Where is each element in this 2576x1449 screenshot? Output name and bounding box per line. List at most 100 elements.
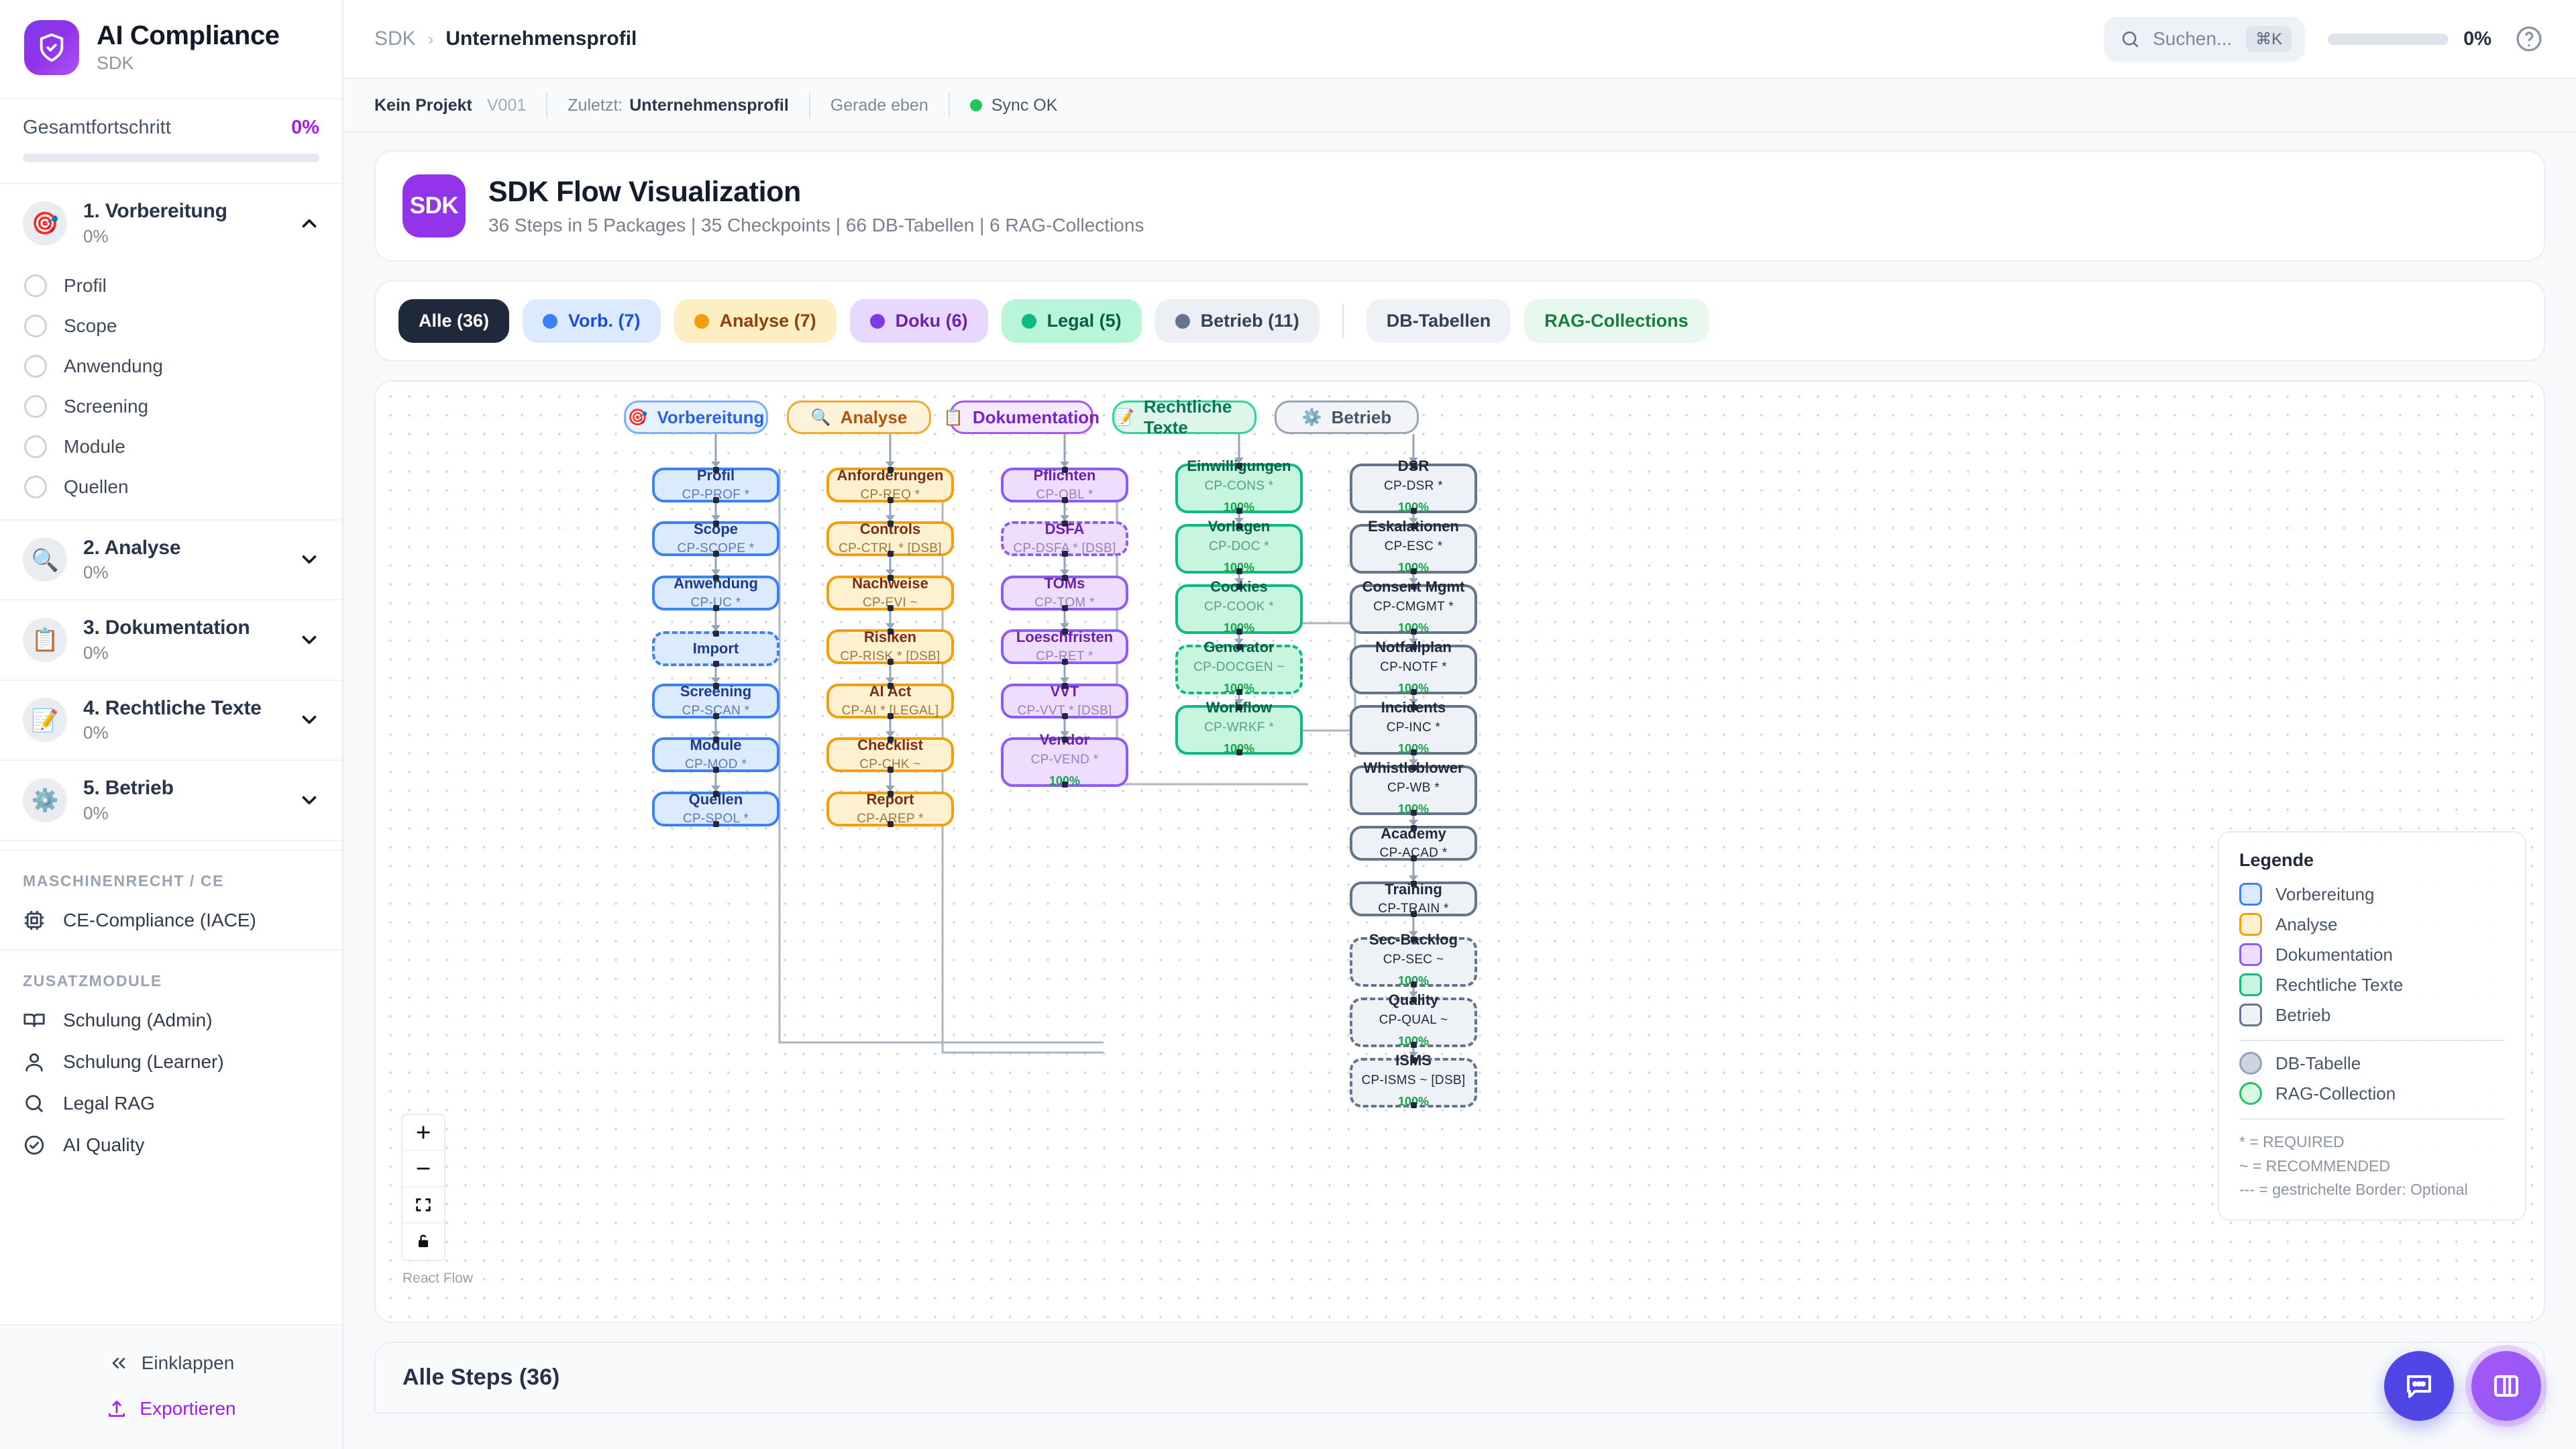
flow-node-doku-5[interactable]: VendorCP-VEND *100% bbox=[1001, 732, 1128, 788]
node-handle-bottom bbox=[712, 821, 719, 827]
flow-node-legal-3[interactable]: GeneratorCP-DOCGEN ~100% bbox=[1175, 639, 1303, 695]
zoom-out-button[interactable] bbox=[402, 1151, 444, 1187]
flow-node-betrieb-5[interactable]: WhistleblowerCP-WB *100% bbox=[1350, 760, 1477, 816]
flow-group-2[interactable]: 📋Dokumentation bbox=[943, 400, 1099, 434]
node-code: CP-VVT * [DSB] bbox=[1017, 704, 1112, 718]
flow-controls[interactable] bbox=[402, 1115, 444, 1260]
node-handle-top bbox=[712, 521, 719, 527]
plus-icon bbox=[417, 1126, 430, 1139]
status-radio-icon bbox=[24, 394, 47, 418]
flow-group-1[interactable]: 🔍Analyse bbox=[787, 400, 931, 434]
panel-fab-button[interactable] bbox=[2471, 1351, 2541, 1421]
flow-node-legal-2[interactable]: CookiesCP-COOK *100% bbox=[1175, 579, 1303, 635]
brand-header[interactable]: AI Compliance SDK bbox=[0, 0, 342, 99]
flow-canvas-card[interactable]: 🎯Vorbereitung 🔍Analyse 📋Dokumentation 📝Rech… bbox=[374, 380, 2545, 1323]
flow-node-legal-0[interactable]: EinwilligungenCP-CONS *100% bbox=[1175, 458, 1303, 514]
node-handle-bottom bbox=[1410, 981, 1417, 987]
upload-icon bbox=[109, 1401, 125, 1417]
phase-percent: 0% bbox=[83, 642, 109, 663]
export-button[interactable]: Exportieren bbox=[0, 1386, 342, 1432]
flow-group-4[interactable]: ⚙️Betrieb bbox=[1275, 400, 1419, 434]
filter-pill-label: Legal (5) bbox=[1046, 311, 1122, 331]
sidebar-item-schulung-learner[interactable]: Schulung (Learner) bbox=[0, 1041, 342, 1083]
flow-group-0[interactable]: 🎯Vorbereitung bbox=[624, 400, 768, 434]
fit-view-button[interactable] bbox=[402, 1187, 444, 1224]
node-progress-value: 100% bbox=[1397, 621, 1430, 635]
flow-node-betrieb-1[interactable]: EskalationenCP-ESC *100% bbox=[1350, 519, 1477, 574]
filter-pill-5[interactable]: Betrieb (11) bbox=[1155, 299, 1320, 343]
flow-node-betrieb-0[interactable]: DSRCP-DSR *100% bbox=[1350, 458, 1477, 514]
topbar-right: Suchen... ⌘K 0% bbox=[2104, 16, 2544, 62]
flow-node-betrieb-4[interactable]: IncidentsCP-INC *100% bbox=[1350, 700, 1477, 755]
collapse-sidebar-button[interactable]: Einklappen bbox=[0, 1340, 342, 1386]
help-circle-icon[interactable] bbox=[2514, 24, 2544, 54]
filter-pill-extra-0[interactable]: DB-Tabellen bbox=[1366, 299, 1511, 343]
sidebar-item-anwendung[interactable]: Anwendung bbox=[0, 346, 342, 386]
filter-pill-1[interactable]: Vorb. (7) bbox=[523, 299, 661, 343]
sidebar-item-schulung-admin[interactable]: Schulung (Admin) bbox=[0, 1000, 342, 1041]
sidebar-item-module[interactable]: Module bbox=[0, 427, 342, 467]
breadcrumb-separator-icon: › bbox=[427, 28, 434, 49]
flow-node-vorb-3[interactable]: Import bbox=[652, 631, 780, 667]
sidebar-item-quellen[interactable]: Quellen bbox=[0, 467, 342, 507]
node-handle-bottom bbox=[1410, 1102, 1417, 1108]
search-input[interactable]: Suchen... ⌘K bbox=[2104, 16, 2306, 62]
phase-name: 1. Vorbereitung bbox=[83, 200, 227, 222]
breadcrumb-root[interactable]: SDK bbox=[374, 28, 416, 50]
sidebar-item-scope[interactable]: Scope bbox=[0, 306, 342, 346]
sidebar-item-profil[interactable]: Profil bbox=[0, 266, 342, 306]
phase-percent: 0% bbox=[83, 225, 109, 246]
node-handle-bottom bbox=[712, 767, 719, 773]
lock-button[interactable] bbox=[402, 1224, 444, 1260]
flow-node-legal-1[interactable]: VorlagenCP-DOC *100% bbox=[1175, 519, 1303, 574]
group-label: Vorbereitung bbox=[657, 407, 765, 427]
filter-pill-extra-1[interactable]: RAG-Collections bbox=[1524, 299, 1709, 343]
filter-pill-3[interactable]: Doku (6) bbox=[849, 299, 988, 343]
flow-node-betrieb-10[interactable]: ISMSCP-ISMS ~ [DSB]100% bbox=[1350, 1053, 1477, 1108]
chat-fab-button[interactable] bbox=[2384, 1351, 2454, 1421]
sidebar-item-label: Legal RAG bbox=[63, 1092, 155, 1114]
flow-node-betrieb-3[interactable]: NotfallplanCP-NOTF *100% bbox=[1350, 639, 1477, 695]
sidebar-item-ce-compliance[interactable]: CE-Compliance (IACE) bbox=[0, 900, 342, 941]
flow-node-betrieb-8[interactable]: Sec-BacklogCP-SEC ~100% bbox=[1350, 932, 1477, 987]
flow-canvas[interactable]: 🎯Vorbereitung 🔍Analyse 📋Dokumentation 📝Rech… bbox=[376, 382, 2544, 1322]
sidebar-item-ai-quality[interactable]: AI Quality bbox=[0, 1124, 342, 1166]
legend-row-package-2: Dokumentation bbox=[2239, 943, 2505, 967]
flow-node-betrieb-9[interactable]: QualityCP-QUAL ~100% bbox=[1350, 992, 1477, 1048]
filter-pill-4[interactable]: Legal (5) bbox=[1001, 299, 1142, 343]
filter-pill-0[interactable]: Alle (36) bbox=[398, 299, 510, 343]
chevron-down-icon bbox=[302, 555, 317, 564]
filter-pill-2[interactable]: Analyse (7) bbox=[674, 299, 837, 343]
zoom-in-button[interactable] bbox=[402, 1115, 444, 1151]
sidebar-item-legal-rag[interactable]: Legal RAG bbox=[0, 1083, 342, 1124]
flow-group-3[interactable]: 📝Rechtliche Texte bbox=[1112, 396, 1256, 437]
sidebar-item-screening[interactable]: Screening bbox=[0, 386, 342, 427]
flow-node-legal-4[interactable]: WorkflowCP-WRKF *100% bbox=[1175, 700, 1303, 755]
